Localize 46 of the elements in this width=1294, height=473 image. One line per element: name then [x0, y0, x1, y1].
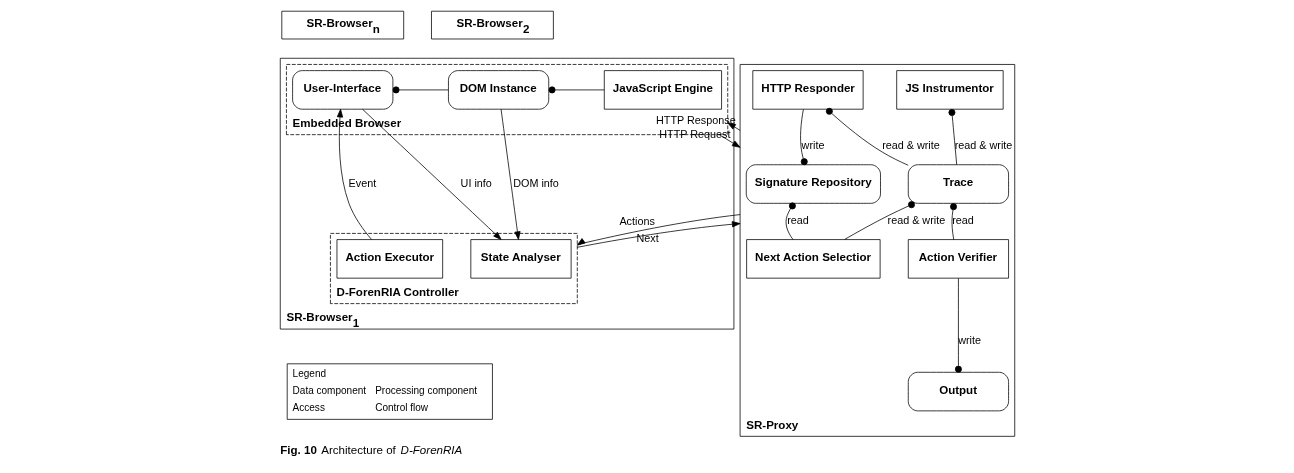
edge-label: DOM info [512, 176, 559, 189]
connector [392, 86, 449, 94]
node-box: JS Instrumentor [895, 70, 1004, 110]
legend-label: Access [292, 402, 325, 414]
edge-label: HTTP Response [655, 113, 736, 126]
connector [949, 203, 957, 240]
node-box: DOM Instance [447, 70, 549, 110]
connector [843, 201, 915, 240]
node-box: Next Action Selectior [745, 239, 880, 279]
arrow [718, 134, 740, 148]
edge-label: Next [635, 232, 659, 245]
node-box: Action Verifier [907, 239, 1009, 279]
arrow [726, 122, 740, 131]
edge-label: Event [348, 176, 376, 189]
edge-label: read & write [887, 214, 945, 227]
arrow [361, 108, 501, 240]
edge-label: read & write [954, 139, 1012, 152]
caption: Fig. 10 Architecture of D-ForenRIA [279, 444, 462, 457]
edge-label: read & write [881, 139, 940, 152]
node-box: Output [907, 371, 1009, 412]
node-box: Signature Repository [745, 164, 881, 204]
legend-label: Processing component [374, 385, 477, 397]
node-box: JavaScript Engine [603, 70, 722, 110]
arrow [336, 108, 372, 240]
node-box: HTTP Responder [751, 70, 864, 110]
edge-label: write [801, 139, 824, 152]
arrow [500, 108, 521, 240]
legend-label: Data component [292, 385, 366, 397]
arrow [576, 221, 740, 248]
edge-label: read [951, 214, 974, 227]
connector [825, 107, 909, 166]
node-box: User-Interface [291, 70, 393, 110]
edge-label: UI info [460, 176, 492, 189]
label: Legend [292, 368, 326, 380]
connector [947, 109, 957, 165]
edge-label: read [786, 214, 809, 227]
edge-label: Actions [618, 215, 655, 228]
connector [954, 278, 962, 373]
connector [785, 202, 796, 240]
node-box: Trace [907, 164, 1009, 204]
connector [548, 86, 605, 94]
node-box: State Analyser [469, 239, 571, 279]
legend-label: Control flow [374, 402, 428, 414]
arrow [576, 214, 740, 246]
node-box: Action Executor [336, 239, 443, 279]
connector [799, 109, 808, 166]
